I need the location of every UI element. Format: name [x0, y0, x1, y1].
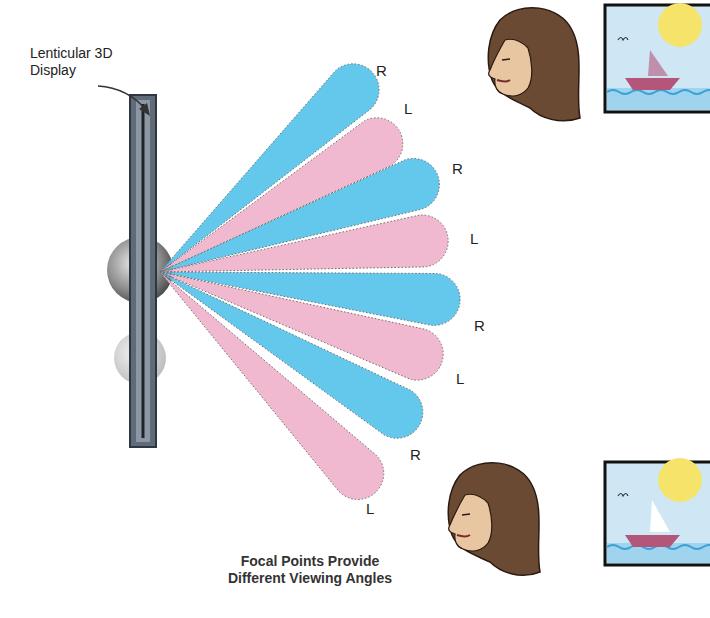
right-eye-label: R [452, 160, 463, 177]
left-eye-label: L [470, 230, 478, 247]
arrow-head [139, 103, 150, 116]
display-face [136, 100, 150, 442]
scene-picture [605, 458, 710, 565]
left-eye-label: L [366, 500, 374, 517]
left-eye-label: L [456, 370, 464, 387]
right-eye-label: R [410, 446, 421, 463]
display-label: Lenticular 3D Display [30, 45, 140, 79]
right-eye-label: R [474, 317, 485, 334]
view-lobe [160, 215, 448, 272]
left-eye-label: L [404, 100, 412, 117]
viewer-face [488, 8, 580, 121]
view-lobe [160, 272, 384, 499]
caption-text: Focal Points Provide Different Viewing A… [225, 553, 395, 587]
right-eye-label: R [376, 62, 387, 79]
pointer-arrow [98, 86, 146, 110]
scene-picture [605, 3, 710, 112]
display-panel [130, 95, 156, 447]
viewer-face [448, 463, 540, 576]
display-line [142, 104, 145, 438]
